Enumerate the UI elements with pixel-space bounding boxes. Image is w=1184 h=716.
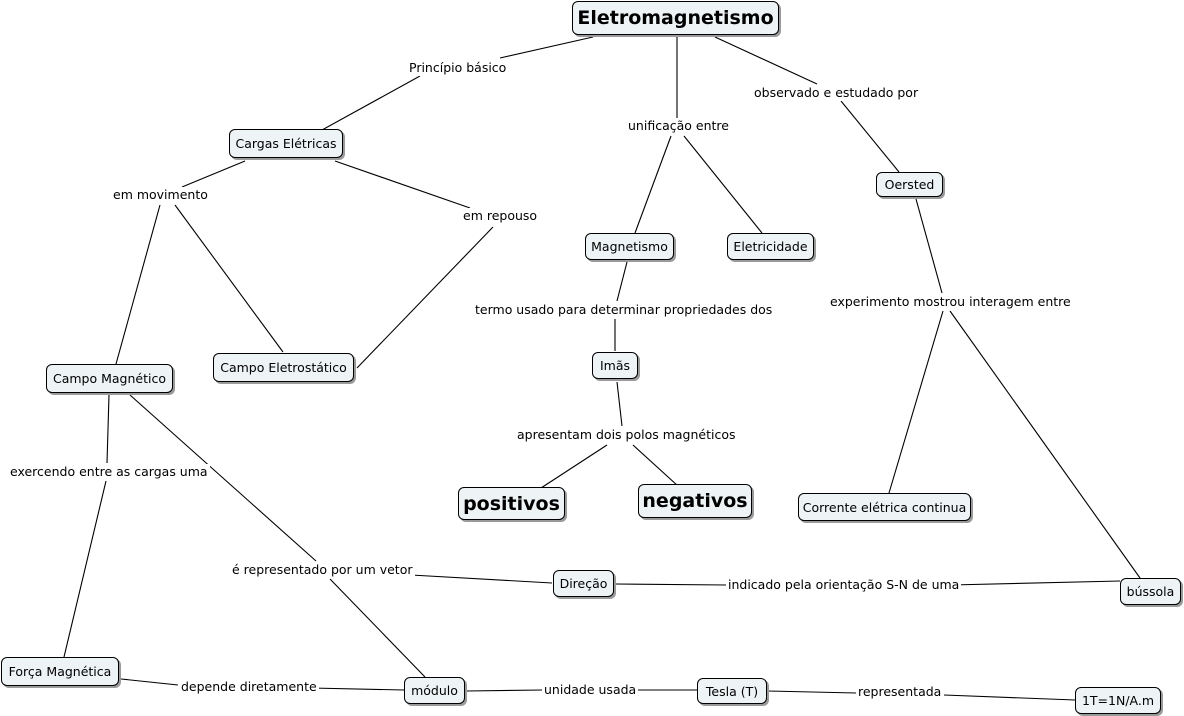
line-em-to-observado xyxy=(714,36,818,85)
line-unificacao-to-magnetismo xyxy=(634,135,672,234)
node-eletromagnetismo[interactable]: Eletromagnetismo xyxy=(572,1,779,35)
node-corrente-eletrica[interactable]: Corrente elétrica continua xyxy=(798,493,971,521)
line-cargas-to-repouso xyxy=(334,160,471,209)
node-negativos[interactable]: negativos xyxy=(638,484,752,518)
line-campo-mag-to-exercendo xyxy=(106,394,110,464)
line-em-to-principio xyxy=(499,36,594,59)
line-campo-mag-to-vetor xyxy=(129,394,317,562)
line-repouso-to-campo-ele xyxy=(356,226,494,369)
line-unificacao-to-eletricidade xyxy=(683,135,763,234)
link-indicado-orientacao: indicado pela orientação S-N de uma xyxy=(726,577,962,593)
line-oersted-to-experimento xyxy=(915,198,943,294)
line-apresentam-to-negativos xyxy=(632,444,679,487)
node-unidade-tesla[interactable]: 1T=1N/A.m xyxy=(1075,687,1161,714)
line-modulo-to-unidade xyxy=(465,689,543,692)
line-principio-to-cargas xyxy=(321,75,421,131)
line-representada-to-unidade-tesla xyxy=(943,694,1076,701)
node-positivos[interactable]: positivos xyxy=(458,487,565,520)
node-direcao[interactable]: Direção xyxy=(553,570,614,597)
node-forca-magnetica[interactable]: Força Magnética xyxy=(1,657,119,686)
line-cargas-to-movimento xyxy=(181,160,246,188)
line-experimento-to-corrente xyxy=(888,310,944,494)
line-magnetismo-to-termo xyxy=(616,261,628,302)
link-unificacao-entre: unificação entre xyxy=(626,118,731,134)
line-exercendo-to-forca xyxy=(63,480,107,658)
link-termo-usado: termo usado para determinar propriedades… xyxy=(473,302,775,318)
line-indicado-to-bussola xyxy=(950,580,1121,586)
node-cargas-eletricas[interactable]: Cargas Elétricas xyxy=(229,129,343,158)
node-campo-eletrostatico[interactable]: Campo Eletrostático xyxy=(213,353,354,382)
line-direcao-to-indicado xyxy=(614,583,728,586)
link-representada: representada xyxy=(856,684,944,700)
node-modulo[interactable]: módulo xyxy=(404,677,465,704)
line-experimento-to-bussola xyxy=(949,310,1141,579)
line-apresentam-to-positivos xyxy=(540,444,608,489)
line-movimento-to-campo-mag xyxy=(115,204,161,365)
node-imas[interactable]: Imãs xyxy=(592,352,638,379)
line-vetor-to-direcao xyxy=(410,574,553,584)
node-oersted[interactable]: Oersted xyxy=(876,172,943,197)
node-tesla[interactable]: Tesla (T) xyxy=(697,678,767,704)
link-observado-estudado: observado e estudado por xyxy=(752,85,921,101)
link-depende-diretamente: depende diretamente xyxy=(179,679,319,695)
node-bussola[interactable]: bússola xyxy=(1120,578,1181,605)
node-campo-magnetico[interactable]: Campo Magnético xyxy=(46,364,173,393)
link-experimento-mostrou: experimento mostrou interagem entre xyxy=(828,294,1073,310)
link-representado-vetor: é representado por um vetor xyxy=(230,562,415,578)
line-imas-to-apresentam xyxy=(616,381,623,427)
link-apresentam-polos: apresentam dois polos magnéticos xyxy=(515,427,738,443)
link-exercendo-cargas: exercendo entre as cargas uma xyxy=(8,464,210,480)
line-movimento-to-campo-ele xyxy=(174,204,284,353)
line-vetor-to-modulo xyxy=(329,578,426,678)
link-unidade-usada: unidade usada xyxy=(542,682,639,698)
link-em-repouso: em repouso xyxy=(461,208,540,224)
line-observado-to-oersted xyxy=(840,100,900,173)
line-forca-to-depende xyxy=(120,678,179,686)
link-principio-basico: Princípio básico xyxy=(407,60,509,76)
line-depende-to-modulo xyxy=(310,687,405,691)
node-magnetismo[interactable]: Magnetismo xyxy=(585,233,674,260)
link-em-movimento: em movimento xyxy=(111,187,210,203)
line-tesla-to-representada xyxy=(767,690,857,694)
node-eletricidade[interactable]: Eletricidade xyxy=(727,233,814,260)
